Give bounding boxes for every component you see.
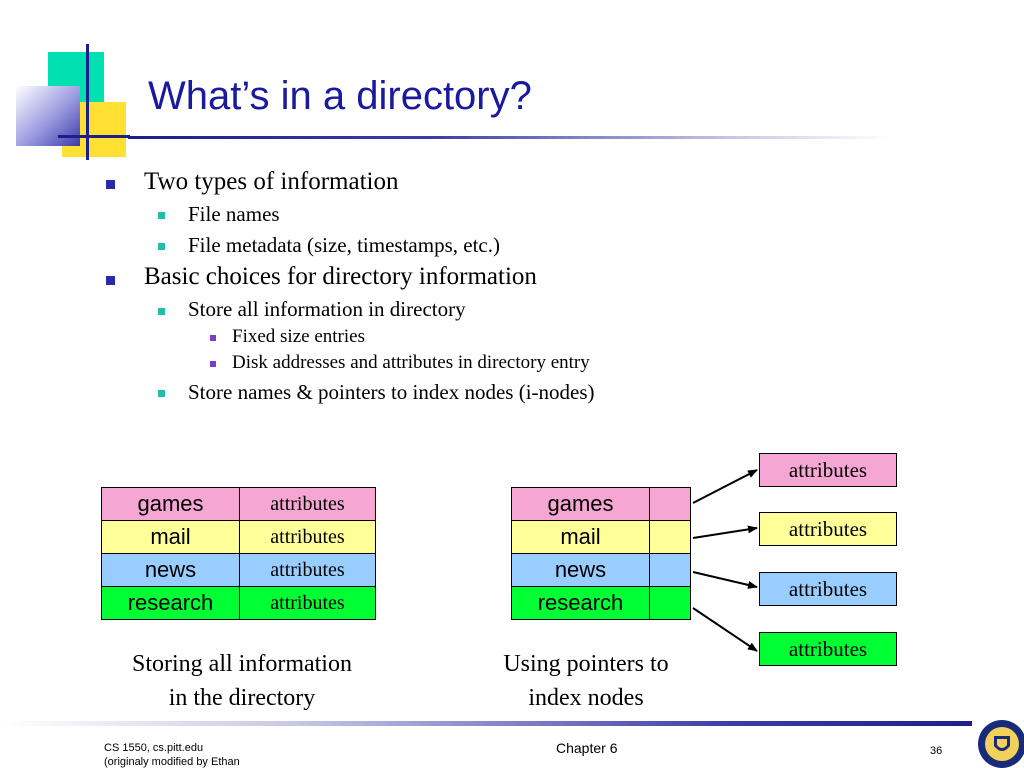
table-row: news [511, 553, 691, 587]
table-row: news attributes [101, 553, 376, 587]
bullet-level1: Basic choices for directory information [144, 263, 537, 290]
footer-chapter: Chapter 6 [556, 740, 618, 756]
footer-course: CS 1550, cs.pitt.edu [104, 742, 204, 754]
table-row: games [511, 487, 691, 521]
page-number: 36 [930, 745, 943, 757]
table-row: research attributes [101, 586, 376, 620]
inode-attributes-box: attributes [759, 572, 897, 606]
bullet-marker-icon [210, 361, 216, 367]
caption-line: Storing all information [132, 651, 352, 677]
bullet-level3: Fixed size entries [232, 326, 365, 347]
arrow-icon [692, 571, 758, 589]
inode-attributes-box: attributes [759, 632, 897, 666]
caption-line: Using pointers to [503, 651, 669, 677]
page-title: What’s in a directory? [148, 74, 532, 118]
caption-line: index nodes [528, 685, 644, 711]
entry-name: news [511, 553, 650, 587]
bullet-level1: Two types of information [144, 168, 399, 195]
bullet-marker-icon [158, 308, 165, 315]
bullet-level2: Store all information in directory [188, 297, 466, 321]
table-row: research [511, 586, 691, 620]
entry-attributes: attributes [239, 553, 376, 587]
bullet-marker-icon [106, 180, 115, 189]
entry-name: games [511, 487, 650, 521]
bullet-level2: Store names & pointers to index nodes (i… [188, 380, 595, 404]
pointer-cell [649, 553, 691, 587]
entry-name: mail [511, 520, 650, 554]
inode-attributes-box: attributes [759, 453, 897, 487]
arrow-icon [692, 525, 758, 539]
caption-line: in the directory [168, 685, 316, 711]
corner-vertical-line [86, 44, 89, 160]
directory-table-pointers: games mail news research [511, 487, 691, 620]
right-caption: Using pointers to index nodes [466, 647, 706, 715]
entry-attributes: attributes [239, 520, 376, 554]
bullet-marker-icon [158, 212, 165, 219]
left-caption: Storing all information in the directory [96, 647, 388, 715]
bullet-marker-icon [106, 276, 115, 285]
entry-attributes: attributes [239, 487, 376, 521]
entry-attributes: attributes [239, 586, 376, 620]
entry-name: news [101, 553, 240, 587]
bullet-marker-icon [158, 390, 165, 397]
entry-name: research [101, 586, 240, 620]
footer-rule [0, 721, 972, 726]
pointer-cell [649, 586, 691, 620]
bullet-level2: File metadata (size, timestamps, etc.) [188, 233, 500, 257]
bullet-level2: File names [188, 202, 280, 226]
footer-course-line2: (originaly modified by Ethan [104, 756, 240, 768]
bullet-marker-icon [158, 243, 165, 250]
title-divider [128, 136, 888, 139]
pointer-cell [649, 487, 691, 521]
entry-name: research [511, 586, 650, 620]
bullet-marker-icon [210, 335, 216, 341]
pointer-cell [649, 520, 691, 554]
table-row: mail [511, 520, 691, 554]
inode-attributes-box: attributes [759, 512, 897, 546]
corner-horizontal-line [58, 135, 130, 138]
arrow-icon [692, 469, 758, 504]
arrow-icon [692, 607, 758, 652]
directory-table-full: games attributes mail attributes news at… [101, 487, 376, 620]
university-seal-icon [978, 720, 1024, 768]
bullet-level3: Disk addresses and attributes in directo… [232, 352, 590, 373]
